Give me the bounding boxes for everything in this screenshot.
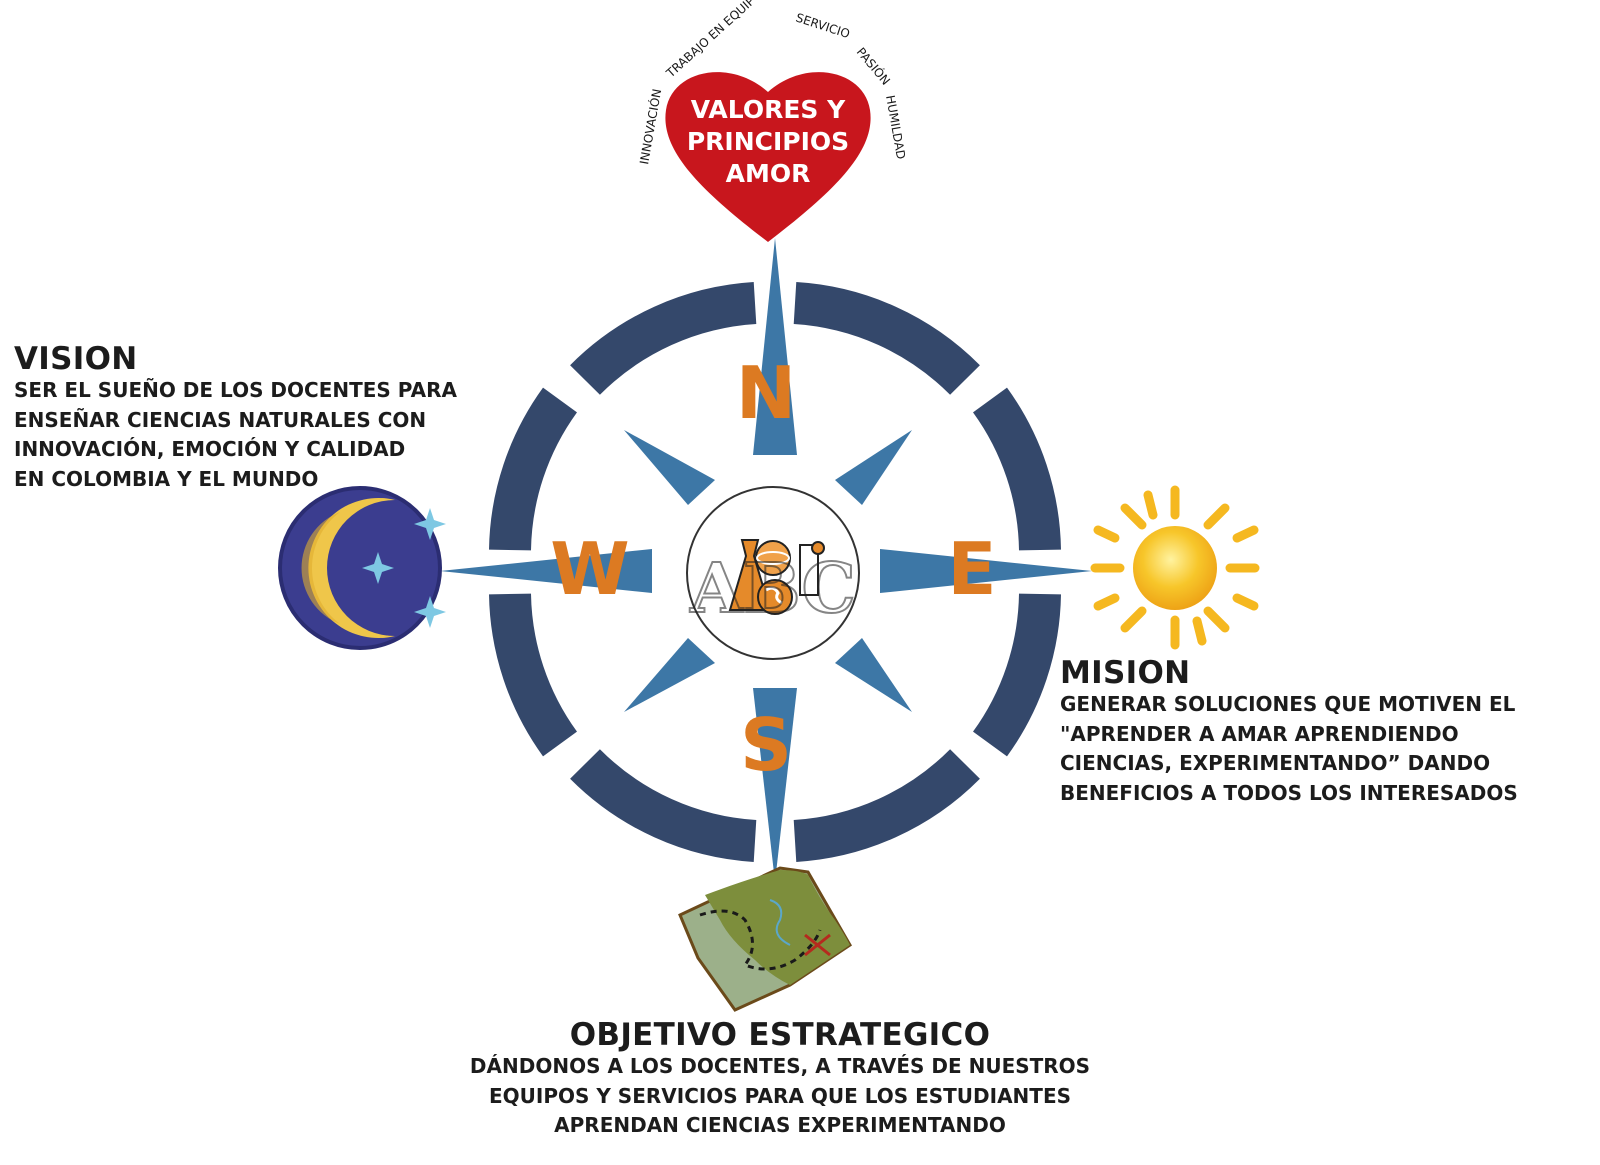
ne-needle xyxy=(835,430,912,505)
star-icon xyxy=(362,552,394,584)
heart-icon xyxy=(665,72,871,243)
mision-block: MISION GENERAR SOLUCIONES QUE MOTIVEN EL… xyxy=(1060,656,1518,808)
se-needle xyxy=(835,638,912,712)
vision-block: VISION SER EL SUEÑO DE LOS DOCENTES PARA… xyxy=(14,342,457,494)
sw-needle xyxy=(624,638,715,712)
objetivo-line-3: APRENDAN CIENCIAS EXPERIMENTANDO xyxy=(554,1113,1006,1137)
south-needle xyxy=(753,688,797,882)
mision-line-1: GENERAR SOLUCIONES QUE MOTIVEN EL xyxy=(1060,692,1516,716)
mision-title: MISION xyxy=(1060,655,1191,691)
arc-word-pasion: PASIÓN xyxy=(854,44,894,88)
sun-icon xyxy=(1090,485,1260,650)
objetivo-title: OBJETIVO ESTRATEGICO xyxy=(569,1017,991,1053)
mision-line-2: "APRENDER A AMAR APRENDIENDO xyxy=(1060,721,1459,746)
map-icon xyxy=(678,866,853,1012)
compass-needles xyxy=(440,238,1092,882)
south-letter: S xyxy=(740,703,792,787)
east-needle xyxy=(880,549,1092,593)
objetivo-line-2: EQUIPOS Y SERVICIOS PARA QUE LOS ESTUDIA… xyxy=(488,1083,1072,1108)
east-letter: E xyxy=(947,527,996,611)
north-needle xyxy=(753,238,797,455)
west-letter: W xyxy=(550,527,629,611)
arc-word-innovacion: INNOVACIÓN xyxy=(636,88,664,166)
vision-line-3: INNOVACIÓN, EMOCIÓN Y CALIDAD xyxy=(14,437,406,461)
arc-word-servicio: SERVICIO xyxy=(794,11,852,42)
logo-text: ABC xyxy=(689,549,856,629)
compass-ring xyxy=(489,282,1061,862)
abc-logo: ABC xyxy=(686,486,860,660)
moon-icon xyxy=(278,486,446,650)
values-heart: VALORES Y PRINCIPIOS AMOR xyxy=(665,72,871,243)
vision-line-1: SER EL SUEÑO DE LOS DOCENTES PARA xyxy=(14,378,457,402)
arc-word-trabajo: TRABAJO EN EQUIPO xyxy=(663,0,765,81)
objetivo-line-1: DÁNDONOS A LOS DOCENTES, A TRAVÉS DE NUE… xyxy=(469,1054,1091,1078)
nw-needle xyxy=(624,430,715,505)
heart-line-2: PRINCIPIOS xyxy=(687,127,849,156)
vision-line-2: ENSEÑAR CIENCIAS NATURALES CON xyxy=(14,407,427,432)
vision-title: VISION xyxy=(14,341,138,377)
heart-line-1: VALORES Y xyxy=(691,95,846,124)
objetivo-block: OBJETIVO ESTRATEGICO DÁNDONOS A LOS DOCE… xyxy=(380,1018,1180,1141)
heart-line-3: AMOR xyxy=(726,159,811,188)
star-icon xyxy=(414,508,446,540)
mision-line-4: BENEFICIOS A TODOS LOS INTERESADOS xyxy=(1060,780,1518,805)
vision-line-4: EN COLOMBIA Y EL MUNDO xyxy=(14,466,319,491)
west-needle xyxy=(440,549,652,593)
arc-word-humildad: HUMILDAD xyxy=(883,94,908,160)
north-letter: N xyxy=(736,351,796,435)
star-icon xyxy=(414,596,446,628)
mision-line-3: CIENCIAS, EXPERIMENTANDO” DANDO xyxy=(1060,751,1491,775)
